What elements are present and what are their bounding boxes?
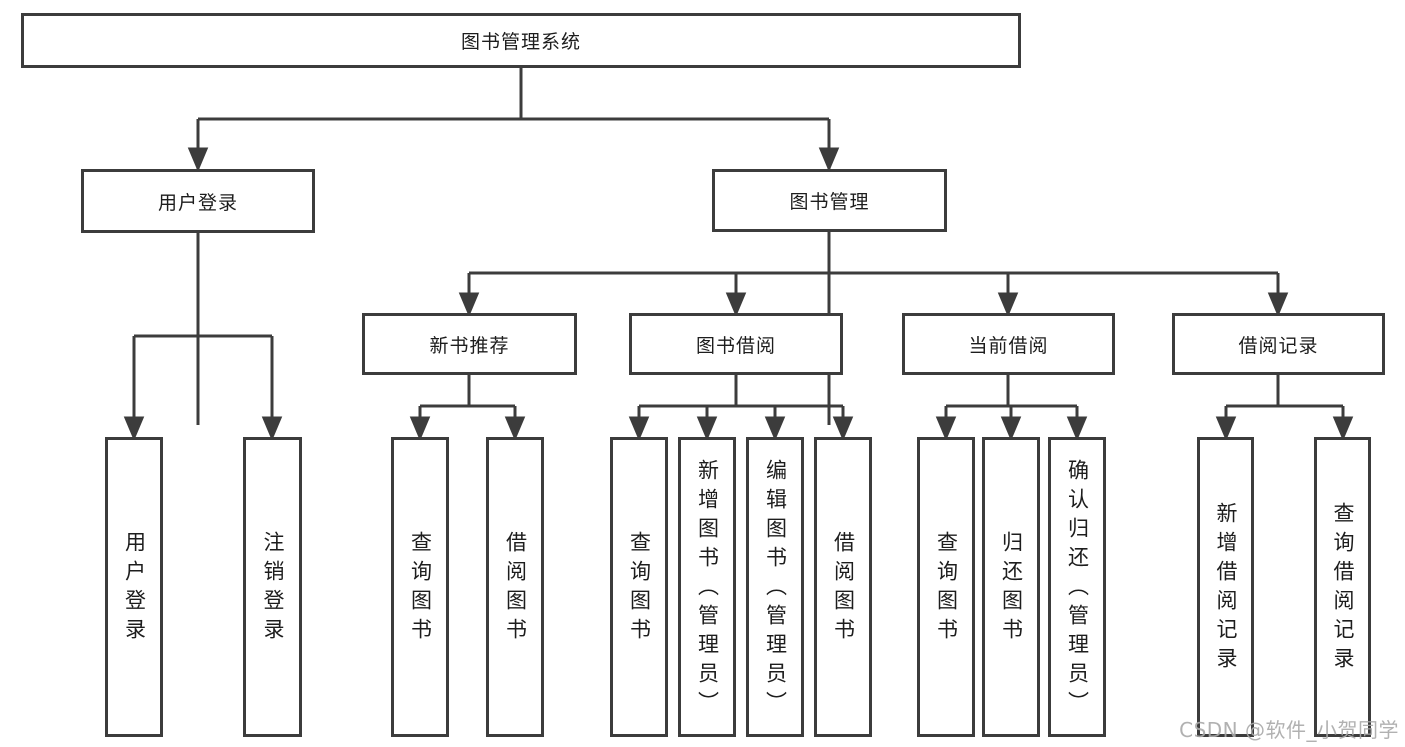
- node-current-borrow: 当前借阅: [902, 313, 1115, 375]
- node-new-book-recommend: 新书推荐: [362, 313, 577, 375]
- leaf-confirm-return-admin: 确认归还（管理员）: [1048, 437, 1106, 737]
- leaf-borrow-books: 借阅图书: [814, 437, 872, 737]
- node-user-login: 用户登录: [81, 169, 315, 233]
- node-book-borrow: 图书借阅: [629, 313, 843, 375]
- arrowhead: [628, 416, 650, 441]
- arrowhead: [997, 292, 1019, 317]
- leaf-query-borrow-record: 查询借阅记录: [1314, 437, 1371, 737]
- leaf-query-books-recommend: 查询图书: [391, 437, 449, 737]
- leaf-logout: 注销登录: [243, 437, 302, 737]
- arrowhead: [187, 147, 209, 172]
- arrowhead: [1332, 416, 1354, 441]
- connector-borrow-records-children: [1215, 375, 1354, 441]
- leaf-add-borrow-record: 新增借阅记录: [1197, 437, 1254, 737]
- leaf-query-books-current: 查询图书: [917, 437, 975, 737]
- node-root-system: 图书管理系统: [21, 13, 1021, 68]
- arrowhead: [504, 416, 526, 441]
- arrowhead: [409, 416, 431, 441]
- arrowhead: [261, 416, 283, 441]
- connector-new-book-recommend-children: [409, 375, 526, 441]
- connector-book-borrow-children: [628, 375, 854, 441]
- connector-root-to-level2: [187, 68, 840, 425]
- arrowhead: [1000, 416, 1022, 441]
- node-borrow-records: 借阅记录: [1172, 313, 1385, 375]
- arrowhead: [725, 292, 747, 317]
- arrowhead: [123, 416, 145, 441]
- arrowhead: [458, 292, 480, 317]
- arrowhead: [696, 416, 718, 441]
- arrowhead: [818, 147, 840, 172]
- leaf-add-book-admin: 新增图书（管理员）: [678, 437, 736, 737]
- leaf-query-books-borrow: 查询图书: [610, 437, 668, 737]
- arrowhead: [764, 416, 786, 441]
- arrowhead: [832, 416, 854, 441]
- connector-current-borrow-children: [935, 375, 1088, 441]
- arrowhead: [1267, 292, 1289, 317]
- connector-book-management-children: [458, 232, 1289, 317]
- arrowhead: [935, 416, 957, 441]
- arrowhead: [1215, 416, 1237, 441]
- connector-user-login-children: [123, 233, 283, 441]
- leaf-edit-book-admin: 编辑图书（管理员）: [746, 437, 804, 737]
- leaf-return-book: 归还图书: [982, 437, 1040, 737]
- leaf-user-login: 用户登录: [105, 437, 163, 737]
- leaf-borrow-books-recommend: 借阅图书: [486, 437, 544, 737]
- node-book-management: 图书管理: [712, 169, 947, 232]
- arrowhead: [1066, 416, 1088, 441]
